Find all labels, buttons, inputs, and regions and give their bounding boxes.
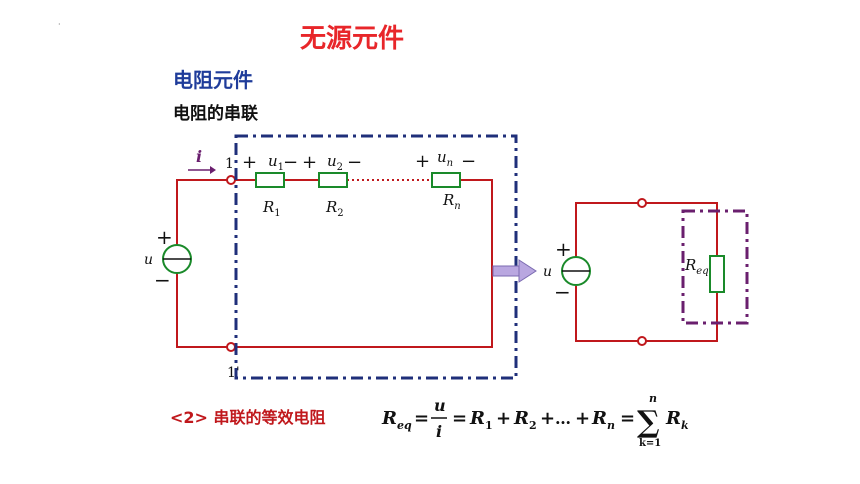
source-left-plus: +	[156, 225, 173, 249]
page-title: 无源元件	[300, 24, 405, 54]
voltage-un-label: un	[437, 148, 453, 169]
formula-ellipsis: …	[555, 409, 571, 428]
equivalence-arrow	[492, 259, 537, 283]
equivalence-frame	[234, 134, 518, 380]
corner-mark: ·	[58, 20, 61, 29]
formula-lhs: Req	[381, 408, 412, 432]
resistor-rn	[431, 172, 461, 188]
formula-plus3: +	[575, 408, 590, 429]
equivalent-resistance-formula: Req = u i = R1 + R2 + … + Rn = n ∑ k=1 R…	[381, 392, 689, 449]
formula-plus2: +	[540, 408, 555, 429]
arrow-head	[518, 259, 537, 283]
polarity-rn-plus: +	[415, 151, 430, 172]
formula-frac-den: i	[436, 422, 442, 441]
polarity-r1-minus: −	[283, 152, 298, 173]
wire-left-top	[176, 179, 231, 245]
wire-right-and-bottom	[231, 179, 493, 348]
polarity-rn-minus: −	[461, 151, 476, 172]
resistor-r2-label: R2	[325, 198, 344, 219]
terminal-eq-bottom	[637, 336, 647, 346]
terminal-node-bottom	[226, 342, 236, 352]
current-label: i	[196, 147, 202, 166]
resistor-rn-label: Rn	[442, 191, 461, 212]
resistor-req-label: Req	[684, 256, 709, 277]
formula-sum-symbol: ∑	[637, 405, 660, 440]
formula-eq2: =	[452, 408, 467, 429]
formula-r1: R1	[469, 408, 493, 432]
polarity-r2-plus: +	[302, 152, 317, 173]
formula-r2: R2	[513, 408, 537, 432]
equivalent-circuit: + − u Req	[543, 198, 749, 346]
source-right-label: u	[543, 264, 552, 280]
node-top-label: 1	[225, 156, 234, 172]
subsection-heading: 电阻的串联	[173, 104, 258, 124]
resistor-req	[709, 255, 725, 293]
polarity-r2-minus: −	[347, 152, 362, 173]
formula-caption: <2> 串联的等效电阻	[170, 408, 326, 427]
wire-eq-bottom	[575, 286, 718, 342]
source-right-minus: −	[554, 280, 571, 304]
voltage-u1-label: u1	[268, 152, 284, 173]
formula-sum-top: n	[649, 392, 657, 405]
series-wires	[176, 179, 493, 348]
arrow-shaft	[492, 265, 520, 277]
source-left-minus: −	[154, 268, 171, 292]
wire-eq-top	[575, 202, 718, 257]
terminal-node-top	[226, 175, 236, 185]
source-left-label: u	[144, 252, 153, 268]
series-circuit: + − u i 1 1' R1 R2 Rn u1 u2 un + − + − +…	[144, 134, 518, 381]
source-right-plus: +	[555, 237, 572, 261]
formula-eq3: =	[620, 408, 635, 429]
formula-frac-num: u	[434, 396, 446, 415]
formula-rn: Rn	[591, 408, 615, 432]
wire-left-bottom	[176, 273, 231, 348]
resistor-r1	[255, 172, 285, 188]
terminal-eq-top	[637, 198, 647, 208]
formula-eq1: =	[414, 408, 429, 429]
formula-sum-bottom: k=1	[639, 438, 661, 449]
polarity-r1-plus: +	[242, 152, 257, 173]
formula-plus1: +	[496, 408, 511, 429]
req-frame	[681, 209, 749, 325]
resistor-r1-label: R1	[262, 198, 281, 219]
formula-rk: Rk	[665, 408, 689, 432]
voltage-u2-label: u2	[327, 152, 343, 173]
section-heading: 电阻元件	[173, 68, 253, 92]
current-arrow-head	[210, 166, 216, 174]
resistor-r2	[318, 172, 348, 188]
